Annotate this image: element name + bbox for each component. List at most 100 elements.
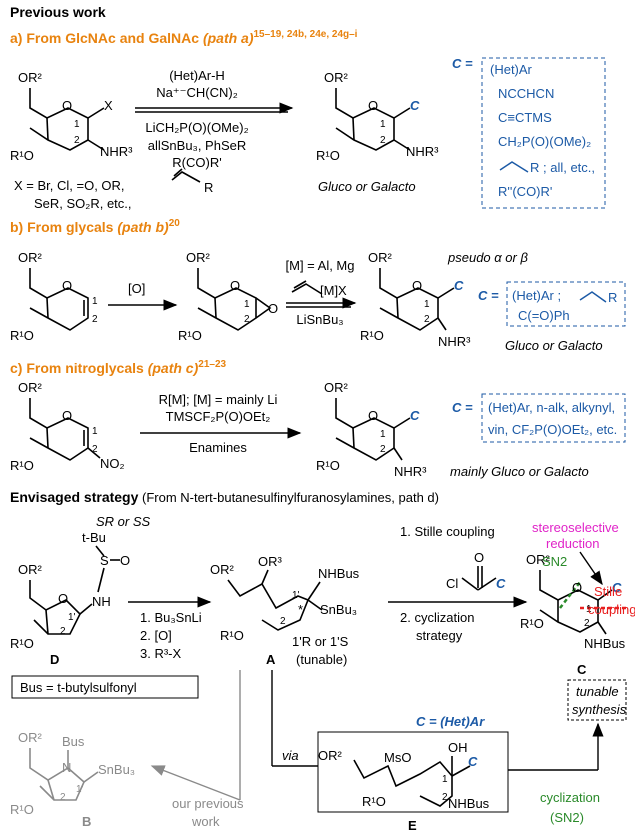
path-b-mx: [M]X — [320, 283, 347, 298]
svg-text:tunable: tunable — [576, 684, 619, 699]
path-b-product: OR² O C NHR³ R¹O 1 2 — [360, 250, 471, 349]
svg-text:OR²: OR² — [318, 748, 343, 763]
path-b-glycal: OR² O R¹O 1 2 — [10, 250, 98, 343]
stereoselective-label: stereoselective — [532, 520, 619, 535]
svg-text:1: 1 — [380, 429, 386, 440]
path-a-c-label: C = — [452, 56, 473, 71]
svg-text:2: 2 — [92, 444, 98, 455]
svg-text:2: 2 — [92, 314, 98, 325]
heading-path-a: a) From GlcNAc and GalNAc (path a)15–19,… — [10, 29, 358, 46]
svg-text:O: O — [268, 301, 278, 316]
svg-text:2: 2 — [60, 626, 66, 637]
svg-text:R¹O: R¹O — [10, 802, 34, 817]
bus-definition-box — [11, 675, 199, 699]
e-box — [317, 731, 509, 813]
svg-text:R¹O: R¹O — [178, 328, 202, 343]
svg-text:N: N — [62, 760, 71, 775]
svg-text:1: 1 — [424, 299, 430, 310]
svg-text:2: 2 — [60, 792, 66, 803]
sn2-label: SN2 — [542, 554, 567, 569]
svg-text:OR²: OR² — [368, 250, 393, 265]
svg-text:SnBu₃: SnBu₃ — [98, 762, 135, 777]
svg-text:2. cyclization: 2. cyclization — [400, 610, 474, 625]
path-a-reagent-3: LiCH₂P(O)(OMe)₂ — [145, 120, 248, 135]
svg-text:OR²: OR² — [18, 562, 43, 577]
svg-text:R¹O: R¹O — [10, 458, 34, 473]
svg-text:coupling: coupling — [588, 602, 635, 617]
path-a-alkene — [171, 171, 201, 183]
sm-a-num-1: 1 — [74, 119, 80, 130]
svg-text:C: C — [410, 408, 420, 423]
svg-text:1. Bu₃SnLi: 1. Bu₃SnLi — [140, 610, 202, 625]
svg-text:2: 2 — [584, 618, 590, 629]
bus-definition: Bus = t-butylsulfonyl — [20, 680, 137, 695]
svg-text:1': 1' — [68, 612, 76, 623]
svg-text:NHBus: NHBus — [318, 566, 360, 581]
compound-a: OR² OR³ NHBus SnBu₃ R¹O 1' 2 * A — [210, 554, 360, 667]
svg-text:R¹O: R¹O — [362, 794, 386, 809]
svg-text:S: S — [100, 553, 109, 568]
sm-a-num-2: 2 — [74, 135, 80, 146]
svg-text:OR²: OR² — [186, 250, 211, 265]
compound-d: OR² O NH S O t-Bu SR or SS R¹O 1' 2 D — [10, 514, 151, 667]
via-label: via — [282, 748, 299, 763]
path-b-c-label: C = — [478, 288, 499, 303]
svg-text:2: 2 — [380, 444, 386, 455]
svg-text:C: C — [468, 754, 478, 769]
svg-text:R¹O: R¹O — [10, 636, 34, 651]
svg-text:reduction: reduction — [546, 536, 599, 551]
tunable-box — [567, 679, 627, 721]
svg-text:R ; all, etc.,: R ; all, etc., — [530, 160, 595, 175]
svg-text:Bus: Bus — [62, 734, 85, 749]
compound-b: OR² Bus N SnBu₃ R¹O 1' 2 B — [10, 730, 135, 829]
svg-text:O: O — [230, 278, 240, 293]
path-a-reagent-1: (Het)Ar-H — [169, 68, 225, 83]
svg-text:C(=O)Ph: C(=O)Ph — [518, 308, 570, 323]
path-c-c-label: C = — [452, 400, 473, 415]
path-b-epoxide: OR² O O R¹O 1 2 — [178, 250, 278, 343]
path-c-c-box — [481, 393, 626, 443]
svg-text:O: O — [368, 408, 378, 423]
path-a-product: OR² O C NHR³ R¹O 1 2 — [316, 70, 439, 163]
svg-text:OR³: OR³ — [258, 554, 283, 569]
label-e: E — [408, 818, 417, 833]
svg-text:1: 1 — [244, 299, 250, 310]
path-a-c-box — [481, 57, 606, 209]
svg-text:NHR³: NHR³ — [406, 144, 439, 159]
compound-e: OR² MsO OH C NHBus R¹O 1 2 — [318, 740, 490, 811]
svg-text:C: C — [496, 576, 506, 591]
svg-text:(SN2): (SN2) — [550, 810, 584, 825]
sm-a-r1o: R¹O — [10, 148, 34, 163]
svg-text:OR²: OR² — [526, 552, 551, 567]
label-c: C — [577, 662, 587, 677]
x-definition-2: SeR, SO₂R, etc., — [34, 196, 132, 211]
path-c-reagent-3: Enamines — [189, 440, 247, 455]
svg-text:*: * — [298, 602, 303, 617]
path-c-reagent-1: R[M]; [M] = mainly Li — [159, 392, 278, 407]
svg-text:2: 2 — [244, 314, 250, 325]
svg-text:(Het)Ar ;: (Het)Ar ; — [512, 288, 561, 303]
svg-text:Cl: Cl — [446, 576, 458, 591]
sm-a-or2: OR² — [18, 70, 43, 85]
svg-text:OR²: OR² — [324, 380, 349, 395]
svg-text:NCCHCN: NCCHCN — [498, 86, 554, 101]
svg-text:NO₂: NO₂ — [100, 456, 125, 471]
cyclization-label: cyclization — [540, 790, 600, 805]
svg-text:R¹O: R¹O — [316, 458, 340, 473]
label-d: D — [50, 652, 59, 667]
svg-text:1'R or 1'S: 1'R or 1'S — [292, 634, 349, 649]
heading-path-c: c) From nitroglycals (path c)21–23 — [10, 359, 227, 376]
acyl-chloride: O Cl C — [446, 550, 506, 591]
path-c-nitroglycal: OR² O NO₂ R¹O 1 2 — [10, 380, 125, 473]
svg-text:O: O — [62, 278, 72, 293]
svg-text:t-Bu: t-Bu — [82, 530, 106, 545]
svg-text:MsO: MsO — [384, 750, 411, 765]
svg-text:O: O — [368, 98, 378, 113]
svg-text:O: O — [412, 278, 422, 293]
path-c-reagent-2: TMSCF₂P(O)OEt₂ — [166, 409, 271, 424]
path-c-product-label: mainly Gluco or Galacto — [450, 464, 589, 479]
path-b-oxidant: [O] — [128, 281, 145, 296]
svg-text:NHR³: NHR³ — [394, 464, 427, 479]
